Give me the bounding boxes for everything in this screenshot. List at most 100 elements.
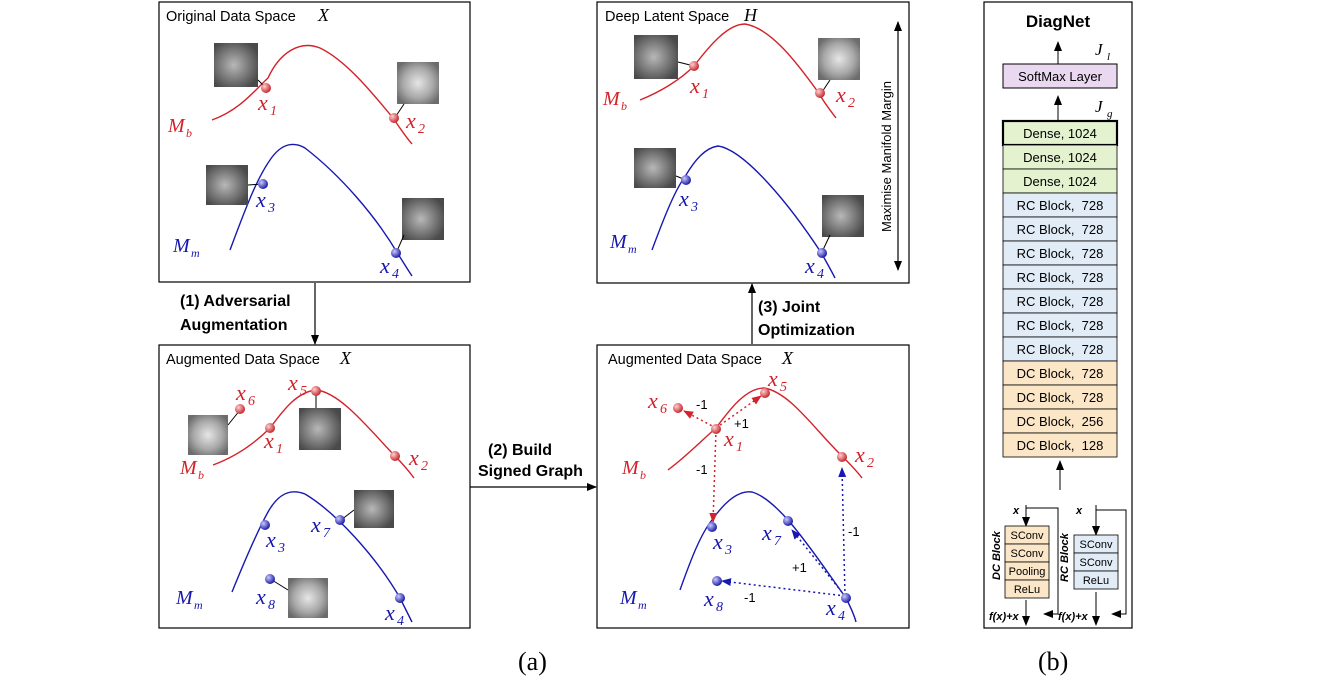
svg-text:x: x [384, 600, 395, 625]
point-x1 [711, 424, 721, 434]
svg-text:3: 3 [267, 201, 275, 216]
benign-manifold [667, 387, 863, 479]
point-x6 [673, 403, 683, 413]
edge-weight: -1 [744, 590, 756, 605]
svg-text:2: 2 [848, 96, 855, 111]
layer-rc-block: RC Block, 728 [1002, 192, 1118, 218]
svg-text:x: x [310, 512, 321, 537]
svg-text:4: 4 [392, 267, 399, 282]
edge-weight: +1 [792, 560, 807, 575]
svg-text:2: 2 [418, 122, 425, 137]
manifold-label-malignant: M [619, 587, 638, 609]
svg-text:x: x [804, 253, 815, 278]
svg-text:m: m [638, 598, 647, 612]
layer-label: Dense, 1024 [1023, 126, 1097, 141]
point-x3 [681, 175, 691, 185]
layer-dense-block: Dense, 1024 [1002, 168, 1118, 194]
caption-a: (a) [518, 647, 547, 676]
svg-text:x: x [835, 82, 846, 107]
svg-text:x: x [379, 253, 390, 278]
svg-text:5: 5 [300, 384, 307, 399]
layer-dc-block: DC Block, 128 [1002, 432, 1118, 458]
svg-text:1: 1 [276, 442, 283, 457]
margin-label: Maximise Manifold Margin [879, 81, 894, 232]
svg-text:x: x [263, 428, 274, 453]
point-x6 [235, 404, 245, 414]
panel-symbol: X [317, 5, 330, 25]
svg-text:x: x [257, 90, 268, 115]
layer-label: RC Block, 728 [1017, 222, 1104, 237]
layer-label: Dense, 1024 [1023, 174, 1097, 189]
svg-text:x: x [761, 520, 772, 545]
loss-label-global: J [1095, 97, 1104, 116]
point-x4 [817, 248, 827, 258]
svg-text:x: x [678, 186, 689, 211]
svg-text:f(x)+x: f(x)+x [989, 611, 1020, 623]
svg-text:g: g [1107, 108, 1113, 120]
svg-text:x: x [408, 445, 419, 470]
step3-label-line1: (3) Joint [758, 299, 821, 316]
diagnet-architecture: DiagNet J l SoftMax Layer J g Dense, 102… [983, 1, 1133, 629]
svg-text:m: m [628, 242, 637, 256]
layer-label: RC Block, 728 [1017, 246, 1104, 261]
point-x1 [261, 83, 271, 93]
svg-text:x: x [647, 388, 658, 413]
point-x3 [258, 179, 268, 189]
point-x8 [712, 576, 722, 586]
mammogram-thumbnail [188, 408, 394, 618]
svg-text:f(x)+x: f(x)+x [1058, 611, 1089, 623]
manifold-label-benign: M [602, 88, 621, 110]
svg-text:x: x [235, 380, 246, 405]
edge-weight: -1 [848, 524, 860, 539]
step1-label-line2: Augmentation [180, 317, 288, 334]
point-x4 [391, 248, 401, 258]
point-x7 [783, 516, 793, 526]
diagnet-title: DiagNet [1026, 12, 1091, 31]
manifold-label-benign: M [179, 457, 198, 479]
layer-dc-block: DC Block, 728 [1002, 360, 1118, 386]
svg-text:x: x [265, 527, 276, 552]
svg-text:5: 5 [780, 380, 787, 395]
signed-edges [683, 395, 847, 597]
point-x2 [815, 88, 825, 98]
svg-text:l: l [1107, 51, 1110, 63]
manifold-label-malignant: M [172, 235, 191, 257]
malignant-manifold [229, 143, 413, 277]
point-x7 [335, 515, 345, 525]
layer-label: RC Block, 728 [1017, 294, 1104, 309]
panel-title: Deep Latent Space [605, 9, 729, 25]
manifold-label-benign: M [621, 457, 640, 479]
svg-text:b: b [186, 126, 192, 140]
layer-label: DC Block, 128 [1017, 438, 1104, 453]
svg-text:2: 2 [421, 459, 428, 474]
svg-text:b: b [640, 468, 646, 482]
svg-text:7: 7 [774, 534, 782, 549]
svg-text:4: 4 [817, 267, 824, 282]
op-label: Pooling [1009, 566, 1046, 578]
svg-text:8: 8 [716, 600, 723, 615]
svg-text:x: x [255, 584, 266, 609]
svg-text:b: b [198, 468, 204, 482]
mammogram-thumbnail [206, 43, 444, 240]
point-x4 [395, 593, 405, 603]
layer-rc-block: RC Block, 728 [1002, 240, 1118, 266]
point-x2 [837, 452, 847, 462]
benign-manifold [211, 44, 413, 145]
point-x3 [260, 520, 270, 530]
point-x8 [265, 574, 275, 584]
caption-b: (b) [1038, 647, 1068, 676]
layer-label: DC Block, 728 [1017, 366, 1104, 381]
loss-label-local: J [1095, 40, 1104, 59]
svg-text:2: 2 [867, 456, 874, 471]
mammogram-thumbnail [634, 35, 864, 237]
step2-label-line1: (2) Build [488, 442, 552, 459]
layer-rc-block: RC Block, 728 [1002, 288, 1118, 314]
step1-label-line1: (1) Adversarial [180, 293, 291, 310]
softmax-layer [1002, 63, 1118, 89]
edge-weight: +1 [734, 416, 749, 431]
point-x4 [841, 593, 851, 603]
layer-rc-block: RC Block, 728 [1002, 264, 1118, 290]
point-x5 [760, 388, 770, 398]
